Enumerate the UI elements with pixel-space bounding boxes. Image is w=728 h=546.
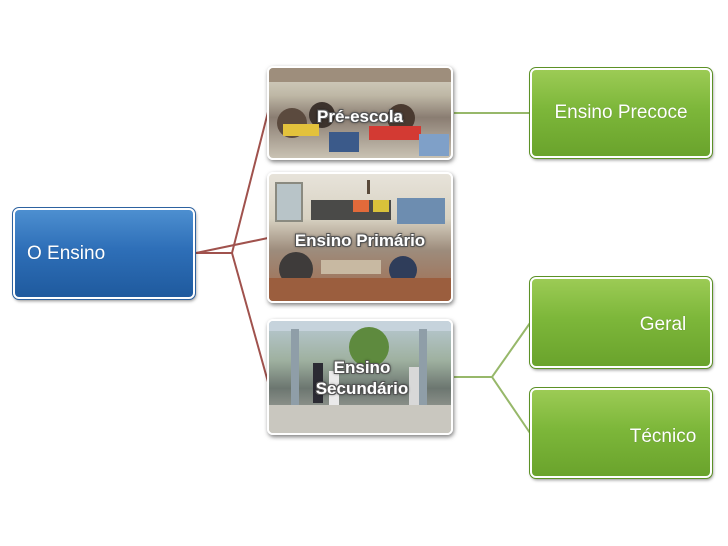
root-node-label: O Ensino — [27, 242, 106, 264]
outcome-node-label: Técnico — [629, 426, 697, 447]
photo-node-label: Ensino Primário — [294, 231, 426, 250]
connector-root-primario — [195, 237, 269, 254]
photo-node-label: Ensino Secundário — [315, 358, 409, 398]
outcome-node-ensino-precoce: Ensino Precoce — [529, 67, 713, 159]
outcome-node-label: Ensino Precoce — [554, 102, 688, 123]
photo-node-pre-escola: Pré-escola — [267, 66, 453, 160]
photo-node-ensino-primario: Ensino Primário — [267, 172, 453, 303]
connector-root-preescola — [196, 111, 269, 254]
photo-node-ensino-secundario: Ensino Secundário — [267, 319, 453, 435]
connector-root-secundario — [196, 252, 269, 383]
outcome-node-label: Geral — [639, 313, 687, 335]
connector-secundario-tecnico — [454, 376, 531, 434]
outcome-node-tecnico: Técnico — [529, 387, 713, 479]
outcome-node-geral: Geral — [529, 276, 713, 369]
connector-secundario-geral — [454, 322, 531, 378]
photo-node-label: Pré-escola — [317, 107, 403, 126]
root-node-o-ensino: O Ensino — [12, 207, 196, 300]
